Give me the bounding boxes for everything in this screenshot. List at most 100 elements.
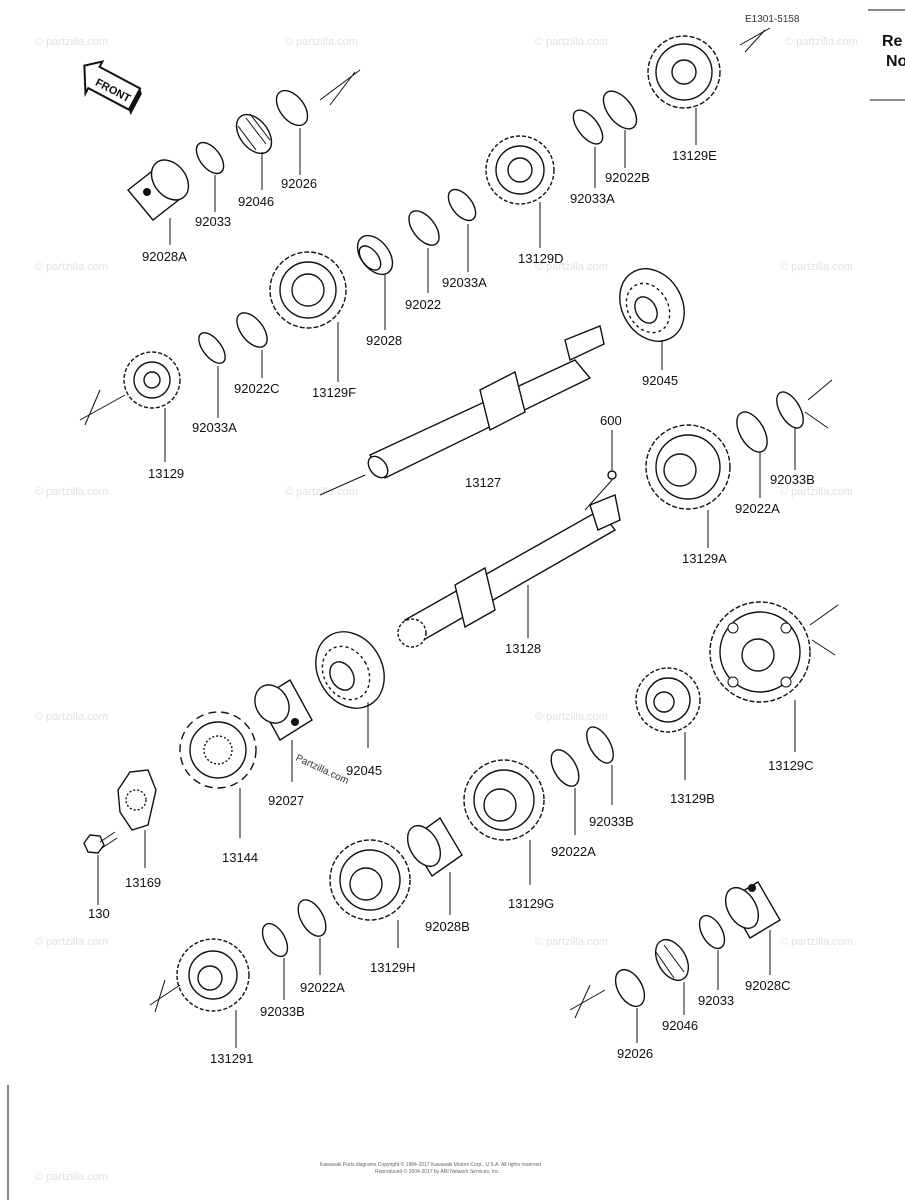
bushing-92028A: [126, 159, 190, 221]
needle-bearing-92046: [654, 939, 690, 981]
part-label: 92022A: [551, 844, 596, 859]
part-label: 13127: [465, 475, 501, 490]
part-label: 92033B: [770, 472, 815, 487]
part-label: 92033: [698, 993, 734, 1008]
part-label: 92033: [195, 214, 231, 229]
gear-13129A: [645, 424, 731, 510]
bolt-130: [83, 831, 118, 854]
part-label: 92022A: [735, 501, 780, 516]
watermark: © partzilla.com: [785, 36, 858, 48]
part-label: 13129E: [672, 148, 717, 163]
axis-line: [319, 474, 366, 496]
part-label: 92045: [642, 373, 678, 388]
axis-line: [744, 29, 766, 53]
front-arrow-icon: FRONT: [83, 60, 142, 116]
part-label: 92022A: [300, 980, 345, 995]
watermark: © partzilla.com: [285, 486, 358, 498]
part-label: 92033A: [442, 275, 487, 290]
circlip-92033B: [586, 726, 614, 764]
diagram-code: E1301-5158: [745, 14, 800, 25]
part-label: 92022B: [605, 170, 650, 185]
part-label: 131291: [210, 1051, 253, 1066]
watermark: © partzilla.com: [35, 261, 108, 273]
axis-line: [811, 639, 836, 656]
gear-13129C: [709, 601, 811, 703]
washer-92026: [275, 89, 309, 127]
part-label: 92026: [281, 176, 317, 191]
gear-13129: [123, 351, 181, 409]
part-label: 92027: [268, 793, 304, 808]
part-label: 13129C: [768, 758, 814, 773]
part-label: 13129H: [370, 960, 416, 975]
part-label: 13129: [148, 466, 184, 481]
watermark: © partzilla.com: [35, 486, 108, 498]
needle-bearing-92046: [235, 113, 273, 155]
watermark: © partzilla.com: [285, 36, 358, 48]
side-text: No: [886, 53, 905, 70]
circlip-92033: [195, 141, 225, 175]
gear-13129D: [485, 135, 555, 205]
leader-lines: [97, 108, 796, 1048]
watermarks: © partzilla.com © partzilla.com © partzi…: [35, 36, 858, 1183]
shaft-13128: [397, 494, 621, 648]
watermark: © partzilla.com: [35, 1171, 108, 1183]
sprocket-13144: [179, 711, 257, 789]
part-label: 92033A: [192, 420, 237, 435]
side-text: Re: [882, 33, 903, 50]
part-label: 92033B: [260, 1004, 305, 1019]
gear-13129B: [635, 667, 701, 733]
part-label: 92033B: [589, 814, 634, 829]
part-label: 13144: [222, 850, 258, 865]
watermark: © partzilla.com: [535, 36, 608, 48]
part-label: 92045: [346, 763, 382, 778]
circlip-92033A: [198, 332, 226, 364]
watermark: © partzilla.com: [535, 261, 608, 273]
watermark: © partzilla.com: [35, 936, 108, 948]
gear-13129G: [463, 759, 545, 841]
circlip-92033A: [572, 109, 604, 145]
watermark: © partzilla.com: [535, 936, 608, 948]
washer-92022B: [602, 90, 638, 130]
shaft-13127: [367, 325, 605, 479]
washer-92026: [614, 968, 646, 1008]
gear-13129H: [329, 839, 411, 921]
watermark: © partzilla.com: [35, 711, 108, 723]
axis-line: [804, 411, 829, 429]
collar-92027: [254, 679, 313, 741]
washer-92022A: [550, 749, 580, 787]
circlip-92033: [698, 914, 726, 950]
washer-92022A: [297, 899, 327, 937]
copyright-line: Reproduced © 2004-2017 by ARI Network Se…: [375, 1168, 500, 1175]
part-label: 92022C: [234, 381, 280, 396]
ball-bearing-92045: [619, 268, 685, 342]
part-label: 13129F: [312, 385, 356, 400]
axis-line: [739, 27, 771, 46]
part-label: 92046: [238, 194, 274, 209]
axis-line: [149, 984, 181, 1006]
part-label: 13128: [505, 641, 541, 656]
washer-92022C: [236, 312, 268, 348]
axis-line: [154, 979, 166, 1013]
part-label: 92028B: [425, 919, 470, 934]
plate-13169: [117, 769, 157, 831]
part-label: 13129A: [682, 551, 727, 566]
bushing-92028: [356, 234, 394, 276]
watermark: © partzilla.com: [780, 261, 853, 273]
axis-line: [329, 71, 356, 106]
washer-92022: [408, 210, 440, 246]
ball-bearing-92045: [315, 631, 385, 709]
watermark: © partzilla.com: [535, 711, 608, 723]
copyright-line: Kawasaki Parts diagrams Copyright © 1984…: [320, 1161, 541, 1168]
part-label: 600: [600, 413, 622, 428]
part-label: 13129D: [518, 251, 564, 266]
watermark: © partzilla.com: [35, 36, 108, 48]
part-label: 130: [88, 906, 110, 921]
axis-line: [84, 389, 101, 426]
axis-line: [319, 69, 361, 101]
part-label: 92028C: [745, 978, 791, 993]
part-label: 92028: [366, 333, 402, 348]
axis-line: [569, 989, 606, 1011]
part-label: 13129B: [670, 791, 715, 806]
gear-13129F: [269, 251, 347, 329]
